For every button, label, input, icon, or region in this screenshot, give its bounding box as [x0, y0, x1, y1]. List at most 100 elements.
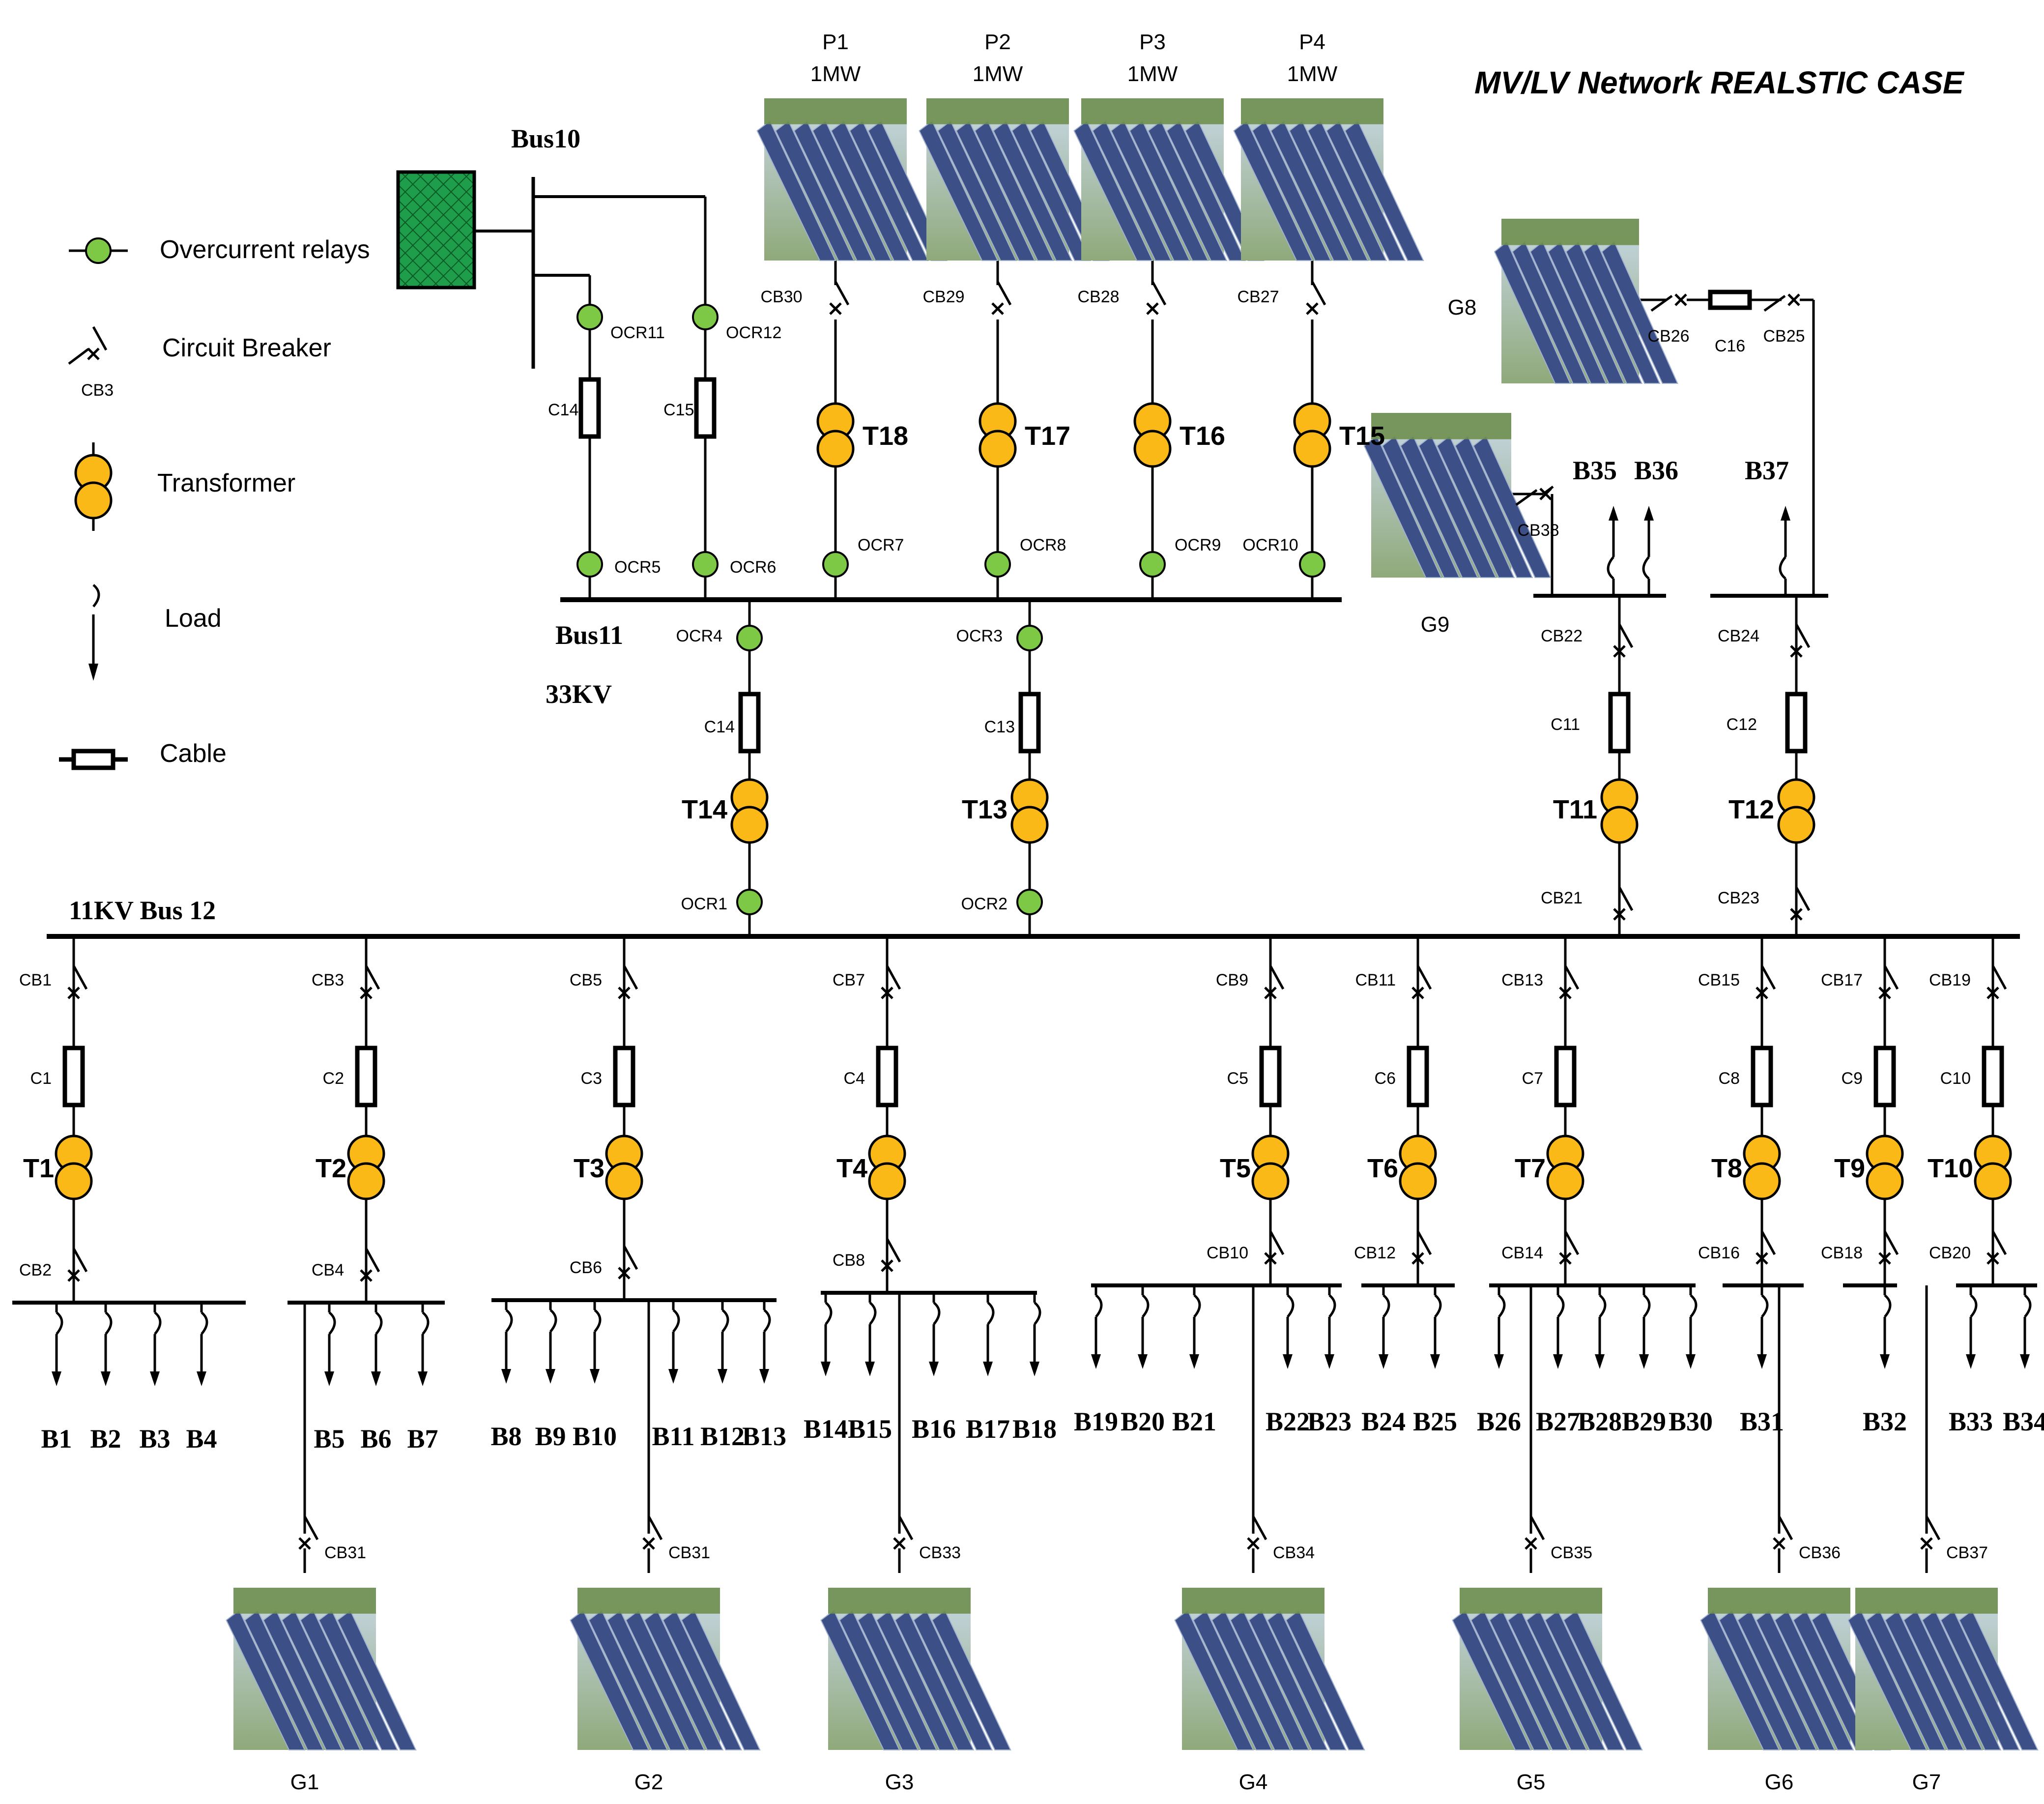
- overcurrent-relay-icon: [692, 304, 719, 330]
- load-arrow: [1880, 1354, 1890, 1369]
- solar-farm-image: [1073, 98, 1265, 261]
- cable-icon: [1407, 1046, 1429, 1107]
- breaker-cross: [1613, 908, 1626, 921]
- load-arc: [154, 1311, 162, 1335]
- breaker-cross: [1613, 645, 1626, 658]
- load-icon: [2020, 1294, 2032, 1369]
- load-arrow: [1379, 1354, 1388, 1369]
- bus11-voltage-label: 33KV: [546, 679, 612, 709]
- circuit-breaker-icon: [881, 1238, 901, 1272]
- breaker-label: CB34: [1273, 1543, 1315, 1562]
- load-icon: [1494, 1294, 1506, 1369]
- circuit-breaker-icon: [1790, 623, 1811, 658]
- load-icon: [1189, 1294, 1201, 1369]
- load-arrow: [101, 1371, 111, 1386]
- transformer-winding-lower: [1743, 1162, 1781, 1200]
- cable-label: C3: [581, 1069, 602, 1088]
- load-bus-label: B12: [700, 1422, 745, 1451]
- breaker-label: CB11: [1355, 971, 1396, 989]
- transformer-icon: [347, 1135, 385, 1200]
- breaker-cross: [1986, 987, 1999, 999]
- transformer-icon: [1866, 1135, 1904, 1200]
- legend-cable-icon: [71, 749, 115, 770]
- breaker-label: CB21: [1541, 889, 1583, 907]
- circuit-breaker-icon: [1878, 1230, 1899, 1265]
- transformer-winding-lower: [979, 430, 1017, 468]
- breaker-cross: [1878, 987, 1891, 999]
- breaker-label: CB31: [668, 1543, 710, 1562]
- load-icon: [52, 1311, 63, 1386]
- solar-treeline: [1855, 1588, 1998, 1614]
- breaker-cross: [1790, 645, 1803, 658]
- transformer-label: T4: [836, 1154, 867, 1183]
- breaker-cross: [1264, 1252, 1277, 1265]
- load-arc: [105, 1311, 113, 1335]
- breaker-blade: [1991, 1230, 2007, 1255]
- breaker-cross: [1525, 1537, 1537, 1550]
- load-bus-label: B8: [490, 1422, 521, 1451]
- breaker-blade: [1269, 965, 1285, 990]
- solar-panel-row: [1418, 435, 1497, 578]
- solar-farm-image: [756, 98, 948, 261]
- breaker-label: CB3: [312, 971, 344, 989]
- load-arc: [1434, 1294, 1442, 1318]
- pv-plant-name: P3: [1139, 30, 1166, 54]
- breaker-cross: [1411, 1252, 1424, 1265]
- solar-treeline: [1708, 1588, 1850, 1614]
- breaker-cross: [618, 1267, 631, 1280]
- load-bus-label: B29: [1622, 1407, 1666, 1436]
- load-arc: [1643, 1294, 1651, 1318]
- breaker-cross: [642, 1537, 655, 1550]
- legend-relay-icon: [85, 237, 112, 264]
- circuit-breaker-icon: [1613, 886, 1634, 921]
- circuit-breaker-icon: [829, 281, 850, 315]
- breaker-blade: [72, 1248, 88, 1273]
- generator-label: G9: [1421, 612, 1450, 637]
- transformer-icon: [55, 1135, 93, 1200]
- cable-icon: [1018, 692, 1041, 754]
- transformer-label: T10: [1928, 1154, 1973, 1183]
- breaker-cross: [1146, 302, 1159, 315]
- breaker-blade: [303, 1515, 319, 1541]
- generator-label: G2: [634, 1770, 663, 1794]
- load-arc: [933, 1302, 941, 1325]
- circuit-breaker-icon: [642, 1515, 663, 1550]
- breaker-label: CB31: [324, 1543, 366, 1562]
- breaker-cross: [67, 987, 80, 999]
- load-icon: [1607, 506, 1618, 580]
- load-icon: [1430, 1294, 1442, 1369]
- circuit-breaker-icon: [1411, 1230, 1432, 1265]
- legend-transformer-icon: [74, 454, 113, 520]
- transformer-icon: [816, 402, 855, 468]
- transformer-label: T2: [316, 1154, 346, 1183]
- circuit-breaker-icon: [1411, 965, 1432, 999]
- relay-label: OCR11: [610, 323, 665, 342]
- transformer-winding-lower: [1251, 1162, 1290, 1200]
- breaker-blade: [1151, 281, 1167, 306]
- transformer-icon: [1399, 1135, 1437, 1200]
- cable-label: C14: [704, 718, 735, 736]
- load-bus-label: B27: [1536, 1407, 1580, 1436]
- load-arc: [328, 1311, 336, 1335]
- load-bus-label: B24: [1361, 1407, 1406, 1436]
- relay-label: OCR1: [681, 895, 727, 913]
- breaker-blade: [1564, 1230, 1580, 1255]
- load-icon: [1779, 506, 1790, 580]
- breaker-blade: [1252, 1515, 1267, 1541]
- breaker-label: CB33: [919, 1543, 961, 1562]
- breaker-label: CB9: [1216, 971, 1248, 989]
- solar-farm-image: [570, 1588, 761, 1750]
- breaker-label: CB15: [1698, 971, 1740, 989]
- transformer-icon: [868, 1135, 906, 1200]
- load-arc: [1761, 1294, 1769, 1318]
- load-arrow: [983, 1362, 993, 1376]
- breaker-cross: [1986, 1252, 1999, 1265]
- load-icon: [1686, 1294, 1698, 1369]
- transformer-label: T3: [574, 1154, 605, 1183]
- load-arc: [505, 1309, 513, 1333]
- load-bus-label: B6: [360, 1424, 391, 1454]
- overcurrent-relay-icon: [984, 551, 1011, 578]
- breaker-cross: [1674, 293, 1687, 306]
- load-arc: [1328, 1294, 1336, 1318]
- pv-plant-name: P4: [1299, 30, 1325, 54]
